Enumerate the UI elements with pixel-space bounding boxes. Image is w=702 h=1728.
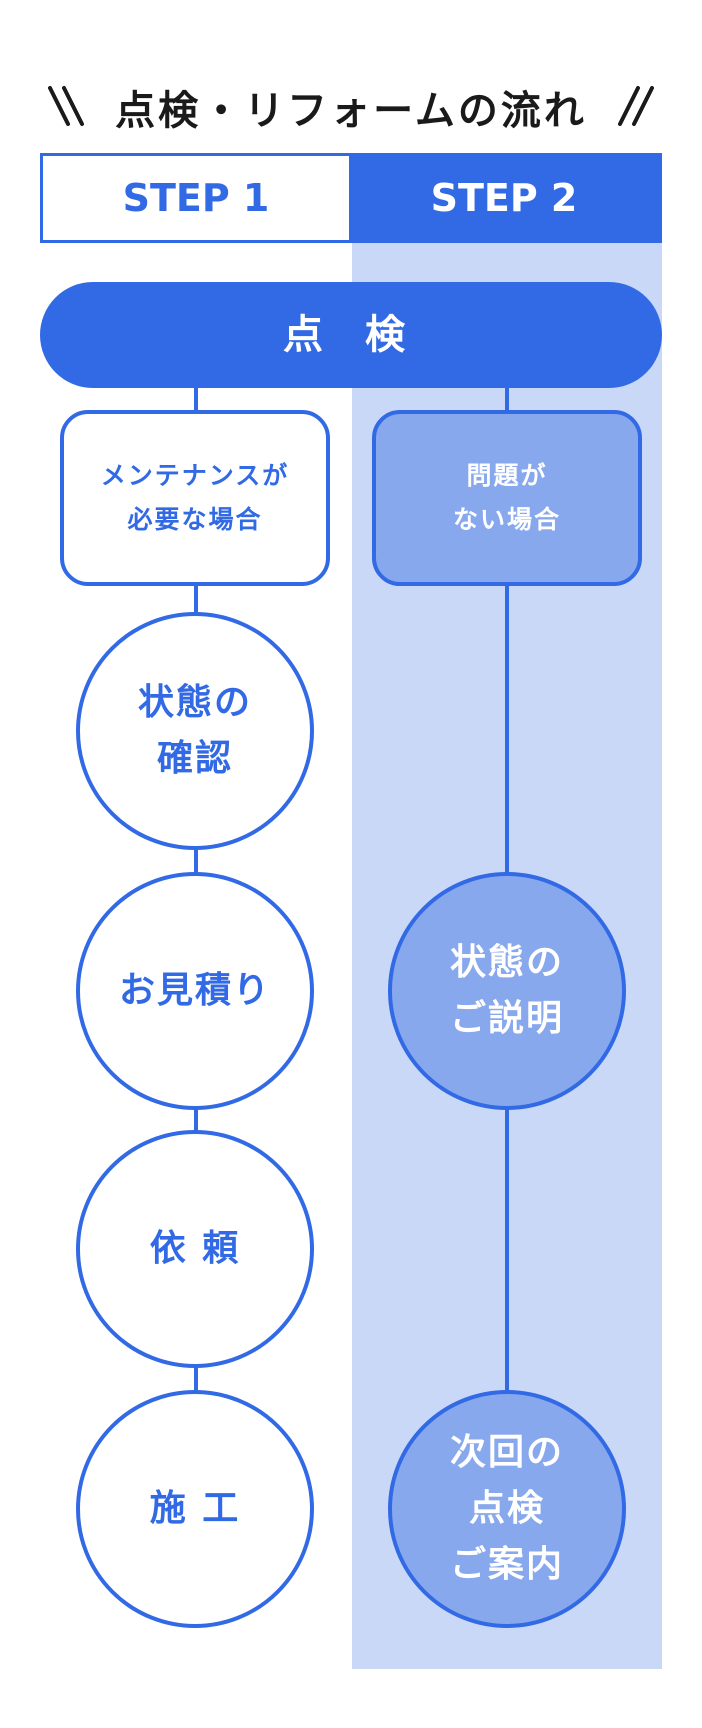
node-label-line: 状態の	[137, 682, 252, 723]
connector	[194, 1362, 198, 1408]
flow-node-request: 依 頼	[76, 1130, 314, 1368]
condition-line: ない場合	[452, 505, 561, 534]
flow-node-construction: 施 工	[76, 1390, 314, 1628]
condition-line: メンテナンスが	[100, 461, 290, 490]
step-1-condition-box: メンテナンスが 必要な場合	[60, 410, 330, 586]
node-label-line: 次回の	[449, 1432, 564, 1473]
connector	[194, 586, 198, 636]
node-label-line: 確認	[156, 738, 233, 779]
connector	[194, 1104, 198, 1150]
flow-node-status-explanation: 状態の ご説明	[388, 872, 626, 1110]
connector	[194, 846, 198, 892]
step-1-header: STEP 1	[43, 156, 349, 240]
node-label-line: 状態の	[449, 942, 564, 983]
node-label-line: 点検	[468, 1488, 545, 1529]
node-label-line: 施 工	[149, 1488, 241, 1529]
connector	[505, 1104, 509, 1408]
flow-title-row	[0, 70, 702, 140]
flow-node-next-inspection: 次回の 点検 ご案内	[388, 1390, 626, 1628]
connector	[505, 586, 509, 892]
flow-node-status-check: 状態の 確認	[76, 612, 314, 850]
node-label-line: 依 頼	[149, 1228, 241, 1269]
step-2-header: STEP 2	[349, 156, 659, 240]
page-title: 点検・リフォームの流れ	[115, 88, 587, 134]
node-label-line: ご説明	[449, 998, 564, 1039]
step-2-condition-box: 問題が ない場合	[372, 410, 642, 586]
right-slash-marks-icon	[618, 86, 654, 126]
inspection-start-node: 点 検	[40, 282, 662, 388]
left-slash-marks-icon	[48, 86, 84, 126]
connector	[194, 388, 198, 430]
condition-line: 必要な場合	[127, 505, 263, 534]
node-label-line: ご案内	[449, 1544, 564, 1585]
condition-line: 問題が	[466, 461, 548, 490]
node-label-line: お見積り	[118, 970, 271, 1011]
step-header-bar	[40, 153, 662, 243]
flow-node-estimate: お見積り	[76, 872, 314, 1110]
connector	[505, 388, 509, 430]
